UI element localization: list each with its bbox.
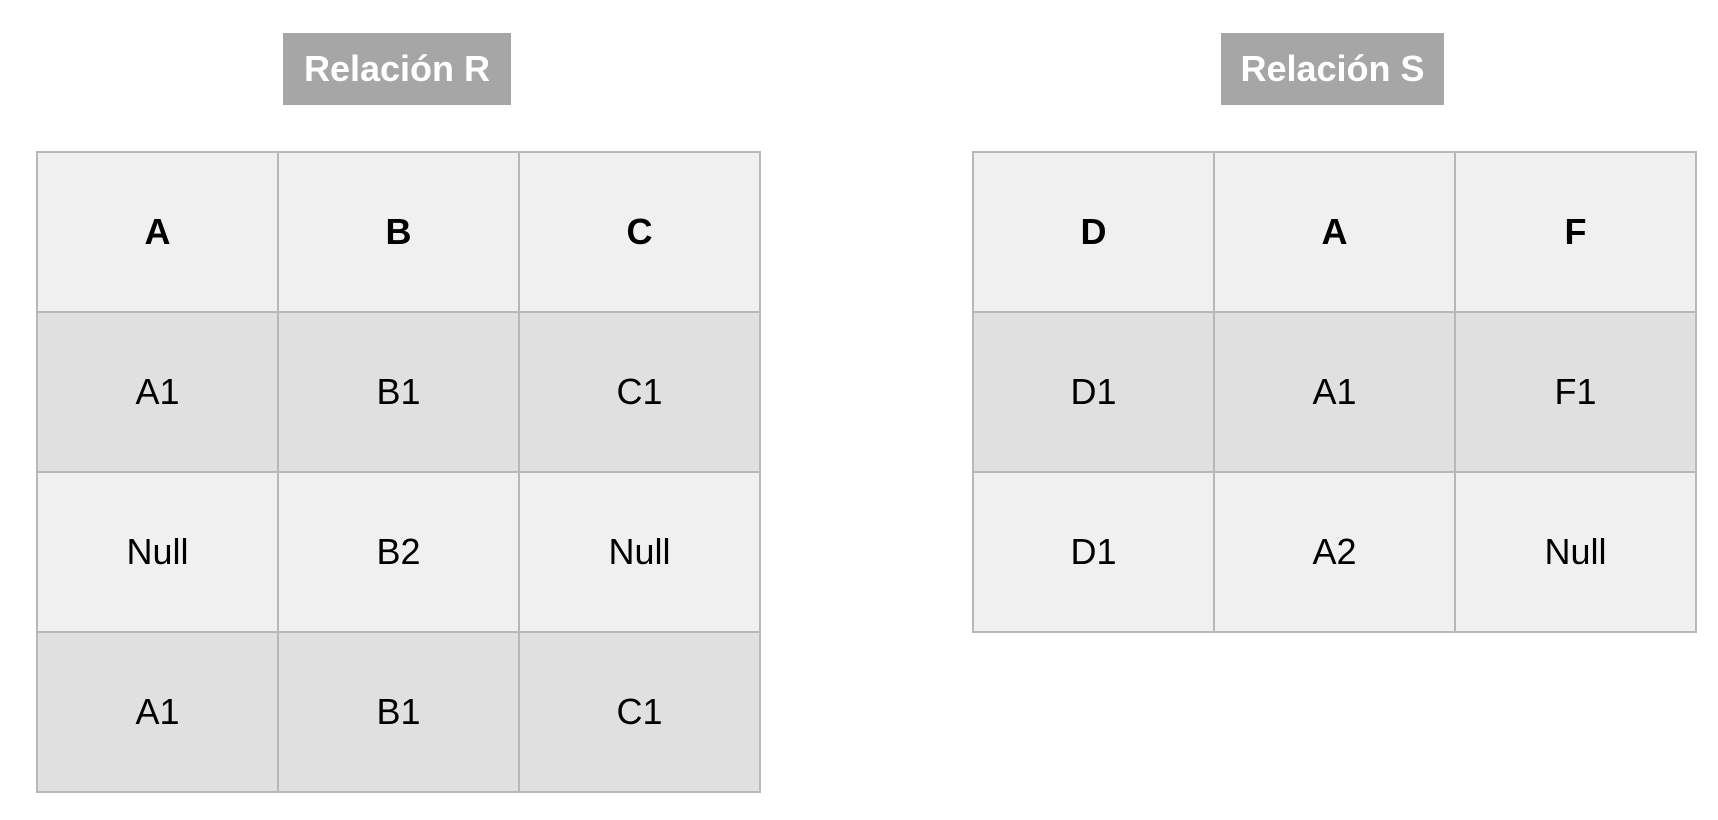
table-cell: D1 — [972, 471, 1215, 633]
table-cell: A1 — [36, 311, 279, 473]
column-header: A — [36, 151, 279, 313]
table-cell: C1 — [518, 631, 761, 793]
table-cell: F1 — [1454, 311, 1697, 473]
relation-r-title: Relación R — [283, 33, 511, 105]
column-header: A — [1213, 151, 1456, 313]
table-cell: A1 — [36, 631, 279, 793]
table-row: A1 B1 C1 — [36, 631, 761, 793]
column-header: B — [277, 151, 520, 313]
relation-s-table: D A F D1 A1 F1 D1 A2 Null — [972, 151, 1697, 633]
relation-s-title: Relación S — [1221, 33, 1444, 105]
table-cell: C1 — [518, 311, 761, 473]
column-header: F — [1454, 151, 1697, 313]
column-header: D — [972, 151, 1215, 313]
table-cell: D1 — [972, 311, 1215, 473]
table-row: D1 A1 F1 — [972, 311, 1697, 473]
table-cell: B1 — [277, 631, 520, 793]
header-row: D A F — [972, 151, 1697, 313]
table-cell: Null — [1454, 471, 1697, 633]
column-header: C — [518, 151, 761, 313]
header-row: A B C — [36, 151, 761, 313]
relation-r-table: A B C A1 B1 C1 Null B2 Null A1 B1 C1 — [36, 151, 761, 793]
table-cell: B2 — [277, 471, 520, 633]
table-cell: A1 — [1213, 311, 1456, 473]
table-cell: B1 — [277, 311, 520, 473]
table-row: D1 A2 Null — [972, 471, 1697, 633]
table-row: A1 B1 C1 — [36, 311, 761, 473]
table-row: Null B2 Null — [36, 471, 761, 633]
table-cell: Null — [518, 471, 761, 633]
table-cell: Null — [36, 471, 279, 633]
table-cell: A2 — [1213, 471, 1456, 633]
